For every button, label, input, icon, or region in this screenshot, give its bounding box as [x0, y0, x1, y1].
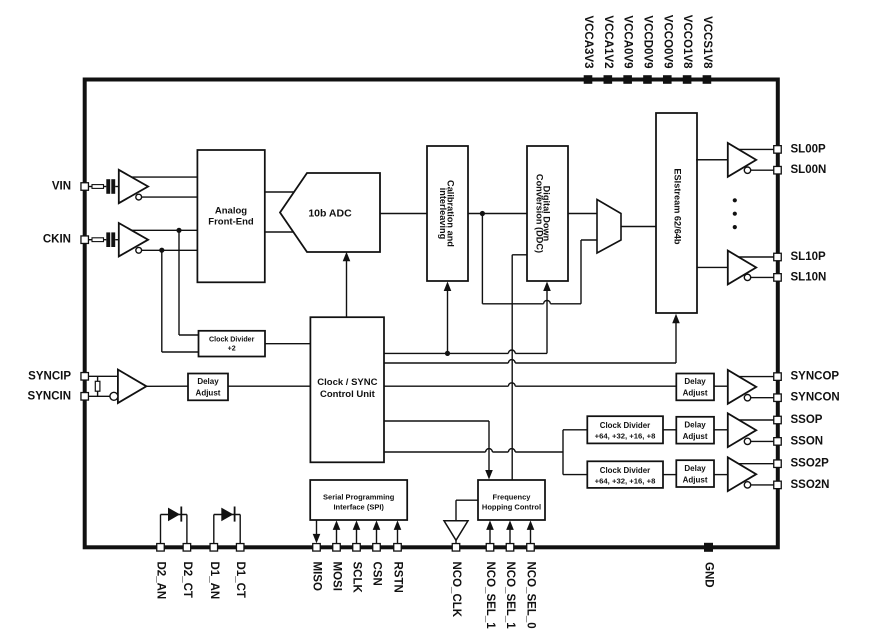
- svg-text:MOSI: MOSI: [331, 562, 343, 591]
- svg-text:Serial Programming: Serial Programming: [323, 493, 395, 502]
- svg-text:Clock Divider: Clock Divider: [209, 336, 255, 344]
- svg-text:Front-End: Front-End: [208, 217, 254, 228]
- svg-text:Conversion (DDC): Conversion (DDC): [534, 174, 544, 253]
- svg-text:Analog: Analog: [215, 206, 247, 217]
- svg-text:Clock Divider: Clock Divider: [600, 466, 650, 475]
- svg-text:SL10P: SL10P: [791, 251, 826, 263]
- svg-text:NCO_SEL_1: NCO_SEL_1: [484, 562, 496, 630]
- svg-text:Adjust: Adjust: [683, 475, 708, 484]
- svg-text:+64, +32, +16, +8: +64, +32, +16, +8: [595, 432, 656, 441]
- svg-text:Hopping Control: Hopping Control: [482, 503, 541, 512]
- svg-text:VCCS1V8: VCCS1V8: [701, 16, 713, 69]
- svg-text:VCCA1V2: VCCA1V2: [602, 15, 614, 68]
- svg-text:CKIN: CKIN: [43, 234, 71, 246]
- svg-text:SYNCIP: SYNCIP: [28, 370, 71, 382]
- svg-text:SYNCOP: SYNCOP: [791, 371, 840, 383]
- svg-text:D2_CT: D2_CT: [181, 562, 193, 598]
- svg-text:Digital Down: Digital Down: [542, 186, 552, 242]
- svg-text:SL00P: SL00P: [791, 143, 826, 155]
- svg-text:D2_AN: D2_AN: [155, 562, 167, 600]
- svg-text:10b ADC: 10b ADC: [308, 208, 352, 220]
- svg-text:Clock / SYNC: Clock / SYNC: [317, 377, 377, 388]
- svg-text:SL00N: SL00N: [791, 164, 827, 176]
- svg-text:Calibration and: Calibration and: [445, 180, 455, 247]
- svg-text:D1_CT: D1_CT: [234, 562, 246, 598]
- svg-text:Clock Divider: Clock Divider: [600, 421, 650, 430]
- svg-text:SYNCIN: SYNCIN: [28, 390, 71, 402]
- svg-text:NCO_SEL_1: NCO_SEL_1: [504, 562, 516, 630]
- svg-text:RSTN: RSTN: [392, 562, 404, 593]
- svg-text:Frequency: Frequency: [493, 493, 532, 502]
- svg-text:+64, +32, +16, +8: +64, +32, +16, +8: [595, 477, 656, 486]
- svg-text:Interface (SPI): Interface (SPI): [333, 503, 384, 512]
- svg-text:Delay: Delay: [197, 377, 219, 386]
- svg-text:Control Unit: Control Unit: [320, 389, 376, 400]
- svg-text:NCO_CLK: NCO_CLK: [450, 562, 462, 618]
- svg-text:+2: +2: [228, 345, 236, 353]
- svg-text:D1_AN: D1_AN: [208, 562, 220, 600]
- svg-text:MISO: MISO: [311, 562, 323, 591]
- svg-text:SCLK: SCLK: [351, 562, 363, 594]
- svg-text:SSON: SSON: [791, 435, 824, 447]
- svg-text:VCCA0V9: VCCA0V9: [622, 15, 634, 68]
- svg-text:SSOP: SSOP: [791, 414, 823, 426]
- svg-text:Delay: Delay: [684, 377, 706, 386]
- svg-text:NCO_SEL_0: NCO_SEL_0: [525, 562, 537, 629]
- svg-text:Adjust: Adjust: [683, 389, 708, 398]
- svg-text:SYNCON: SYNCON: [791, 392, 840, 404]
- svg-text:interleaving: interleaving: [438, 188, 448, 240]
- svg-text:CSN: CSN: [371, 562, 383, 586]
- svg-text:Delay: Delay: [684, 421, 706, 430]
- svg-text:SSO2P: SSO2P: [791, 458, 830, 470]
- svg-text:VCCA3V3: VCCA3V3: [582, 15, 594, 68]
- svg-text:VIN: VIN: [52, 181, 71, 193]
- svg-text:SSO2N: SSO2N: [791, 479, 830, 491]
- svg-text:Adjust: Adjust: [196, 389, 221, 398]
- svg-text:VCCD0V9: VCCD0V9: [641, 15, 653, 68]
- svg-text:GND: GND: [703, 562, 715, 588]
- svg-text:Adjust: Adjust: [683, 432, 708, 441]
- svg-text:ESIstream 62/64b: ESIstream 62/64b: [673, 168, 683, 244]
- svg-text:VCCO0V9: VCCO0V9: [661, 15, 673, 69]
- svg-text:SL10N: SL10N: [791, 271, 827, 283]
- svg-text:Delay: Delay: [684, 464, 706, 473]
- svg-text:VCCO1V8: VCCO1V8: [681, 15, 693, 69]
